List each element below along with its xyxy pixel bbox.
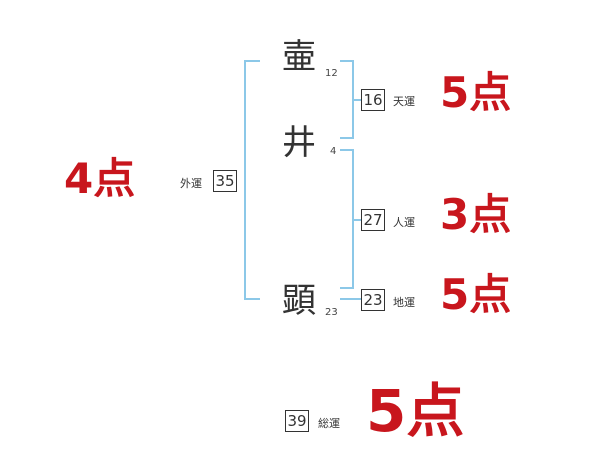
name-char-1: 壷 [282, 37, 316, 77]
ten-bracket [340, 60, 354, 139]
jin-bracket [340, 149, 354, 289]
outer-bracket [244, 60, 260, 300]
chi-label: 地運 [393, 296, 415, 309]
gai-label: 外運 [180, 177, 202, 190]
name-char-3: 顕 [282, 281, 316, 321]
stroke-count-1: 12 [325, 68, 338, 79]
name-char-2: 井 [282, 123, 316, 163]
stroke-count-3: 23 [325, 307, 338, 318]
jin-score: 3点 [440, 190, 512, 239]
chi-value-box: 23 [361, 289, 385, 311]
sou-label: 総運 [318, 417, 340, 430]
ten-score: 5点 [440, 68, 512, 117]
chi-score: 5点 [440, 270, 512, 319]
ten-label: 天運 [393, 95, 415, 108]
jin-label: 人運 [393, 216, 415, 229]
sou-value-box: 39 [285, 410, 309, 432]
sou-score: 5点 [366, 377, 465, 445]
jin-value-box: 27 [361, 209, 385, 231]
stroke-count-2: 4 [330, 146, 337, 157]
gai-value-box: 35 [213, 170, 237, 192]
ten-value-box: 16 [361, 89, 385, 111]
gai-score: 4点 [64, 154, 136, 203]
